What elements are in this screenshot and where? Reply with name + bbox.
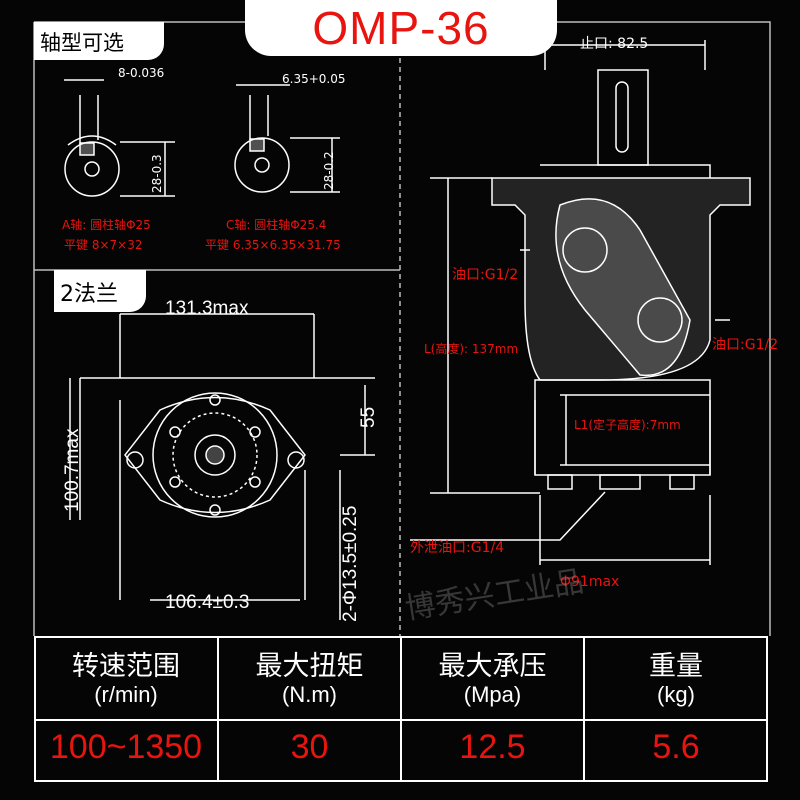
shaft-c-height: 28-0.2 [322,151,336,190]
shaft-a-key-tolerance: 8-0.036 [118,66,165,80]
model-title: OMP-36 [312,2,490,54]
flange-heading: 2法兰 [60,282,118,307]
spec-table-grid [34,636,768,782]
spec-pressure-value: 12.5 [459,728,526,766]
motor-side-view [410,40,751,565]
spec-torque-value: 30 [290,728,329,766]
spec-speed: 转速范围 (r/min) 100~1350 [34,636,218,782]
shaft-a-label: A轴: 圆柱轴Φ25 [62,218,151,232]
oil-port-left: 油口:G1/2 [452,267,519,283]
flange-bolt-spacing: 106.4±0.3 [165,592,250,613]
spec-weight: 重量 (kg) 5.6 [584,636,768,782]
spec-speed-label: 转速范围 [72,651,180,682]
spec-table: 转速范围 (r/min) 100~1350 最大扭矩 (N.m) 30 最大承压… [34,636,768,782]
oil-port-right: 油口:G1/2 [712,337,779,353]
stop-diameter: 止口: 82.5 [580,36,649,52]
spec-speed-value: 100~1350 [49,728,203,766]
drain-port: 外泄油口:G1/4 [410,540,505,556]
shaft-c-key: 平键 6.35×6.35×31.75 [205,238,341,252]
shaft-c-key-tolerance: 6.35+0.05 [282,72,346,86]
spec-weight-unit: (kg) [657,682,695,707]
shaft-options-heading: 轴型可选 [40,31,124,55]
flange-holes: 2-Φ13.5±0.25 [340,505,361,622]
flange-height: 100.7max [62,428,83,512]
spec-torque: 最大扭矩 (N.m) 30 [218,636,401,782]
stator-height: L1(定子高度):7mm [574,418,681,432]
shaft-options-tag: 轴型可选 [34,22,164,60]
spec-speed-unit: (r/min) [94,682,158,707]
spec-torque-label: 最大扭矩 [255,651,364,682]
spec-pressure-label: 最大承压 [438,651,547,682]
shaft-a-height: 28-0.3 [150,154,164,193]
spec-weight-value: 5.6 [652,728,700,766]
shaft-c-section [234,84,340,193]
outer-diameter: Φ91max [560,574,620,590]
shaft-a-section [64,79,175,197]
motor-height: L(高度): 137mm [424,342,519,356]
flange-drawing [69,313,375,620]
flange-tag: 2法兰 [54,270,146,312]
model-badge: OMP-36 [245,0,557,56]
shaft-c-label: C轴: 圆柱轴Φ25.4 [226,218,327,232]
spec-torque-unit: (N.m) [282,682,337,707]
spec-pressure: 最大承压 (Mpa) 12.5 [401,636,584,782]
flange-offset: 55 [358,406,379,428]
spec-pressure-unit: (Mpa) [463,682,522,707]
shaft-a-key: 平键 8×7×32 [64,238,143,252]
spec-weight-label: 重量 [649,651,703,682]
flange-width: 131.3max [165,298,249,319]
